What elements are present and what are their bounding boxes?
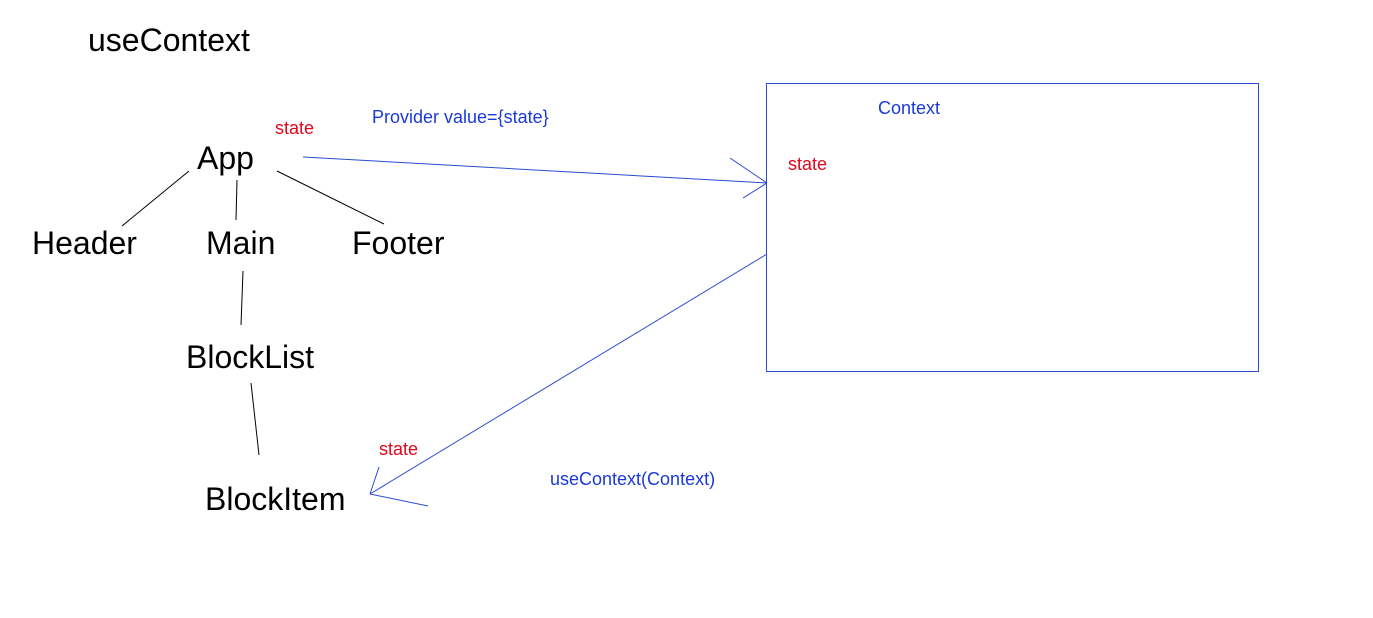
provider-label: Provider value={state} xyxy=(372,107,549,127)
block-item-state-label: state xyxy=(379,439,419,459)
provider-arrowhead-upper xyxy=(729,157,768,184)
node-footer: Footer xyxy=(352,225,445,261)
consumer-arrow-line xyxy=(369,253,768,495)
node-block-list: BlockList xyxy=(186,339,315,375)
node-header: Header xyxy=(32,225,137,261)
diagram-title: useContext xyxy=(88,22,250,58)
edge-app-footer xyxy=(276,170,385,225)
app-state-label: state xyxy=(275,118,315,138)
node-block-item: BlockItem xyxy=(205,481,346,517)
provider-arrowhead-lower xyxy=(742,182,768,199)
use-context-label: useContext(Context) xyxy=(550,469,716,489)
provider-arrow-line xyxy=(302,156,768,184)
edge-main-blocklist xyxy=(240,270,244,326)
context-title: Context xyxy=(878,98,941,118)
consumer-arrowhead-upper xyxy=(369,466,380,495)
context-state-label: state xyxy=(788,154,828,174)
node-main: Main xyxy=(206,225,276,261)
edge-blocklist-blockitem xyxy=(250,382,260,456)
edge-app-header xyxy=(121,170,190,227)
consumer-arrowhead-lower xyxy=(369,493,429,507)
edge-app-main xyxy=(235,179,238,221)
node-app: App xyxy=(197,140,254,176)
context-box xyxy=(766,83,1259,372)
